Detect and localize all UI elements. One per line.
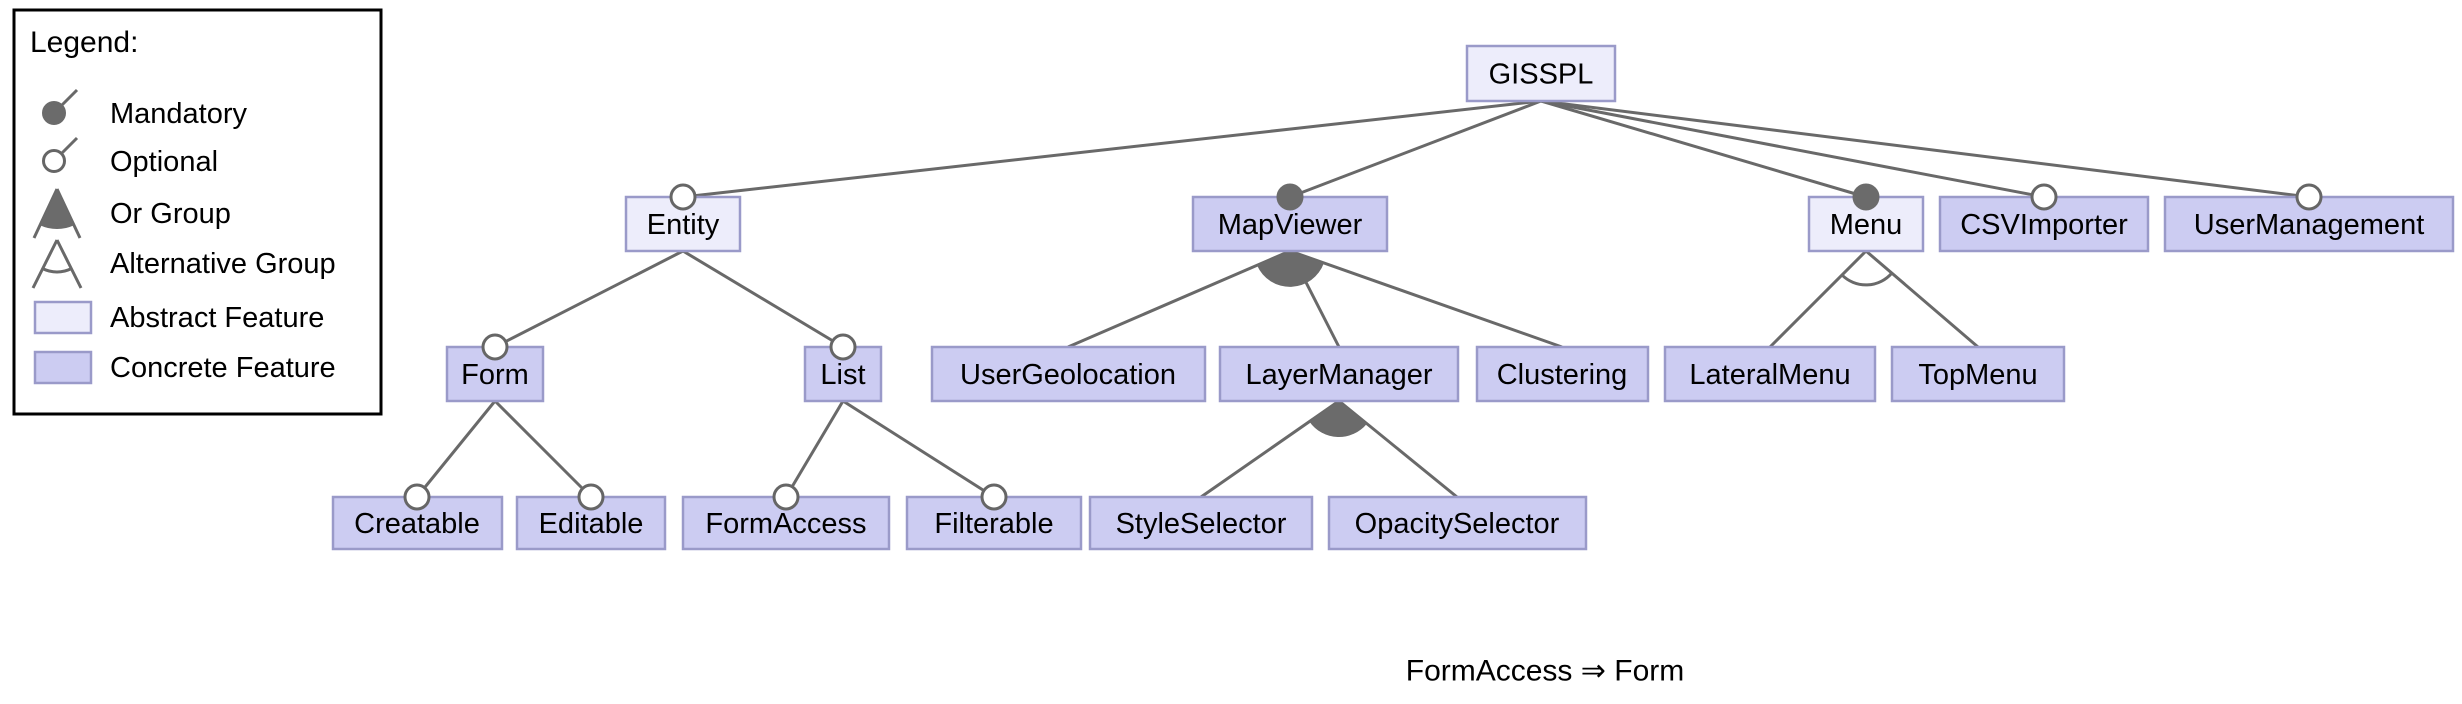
edge-gisspl-mapviewer: [1289, 99, 1542, 199]
optional-icon: [980, 483, 1008, 511]
edge-mapviewer-clustering: [1289, 249, 1563, 349]
optional-icon: [481, 333, 509, 361]
legend-item-alternative-group: Alternative Group: [31, 239, 336, 289]
legend-item-label: Mandatory: [110, 98, 248, 130]
legend-item-label: Optional: [110, 146, 218, 178]
edge-menu-lateralmenu: [1768, 249, 1868, 349]
legend-item-label: Concrete Feature: [110, 352, 336, 384]
edge-mapviewer-usergeolocation: [1067, 249, 1291, 349]
abstract-feature-swatch: [33, 300, 93, 335]
feature-label: Menu: [1830, 209, 1903, 241]
feature-label: GISSPL: [1489, 59, 1594, 91]
legend-item-label: Or Group: [110, 198, 231, 230]
optional-icon: [2030, 183, 2058, 211]
feature-node-clustering[interactable]: Clustering: [1475, 345, 1650, 403]
feature-label: Entity: [647, 209, 720, 241]
edge-layermanager-opacityselector: [1338, 399, 1458, 499]
optional-icon: [669, 183, 697, 211]
legend-item-label: Abstract Feature: [110, 302, 324, 334]
optional-icon: [42, 136, 79, 173]
legend-title: Legend:: [30, 26, 138, 59]
edge-menu-topmenu: [1865, 249, 1979, 349]
feature-label: Editable: [539, 508, 644, 540]
feature-node-gisspl[interactable]: GISSPL: [1465, 44, 1617, 103]
relation-circles: [403, 183, 2323, 511]
feature-label: CSVImporter: [1960, 209, 2128, 241]
feature-node-lateralmenu[interactable]: LateralMenu: [1663, 345, 1877, 403]
edge-form-creatable: [415, 400, 497, 498]
feature-label: UserManagement: [2194, 209, 2425, 241]
feature-label: UserGeolocation: [960, 359, 1176, 391]
feature-label: Creatable: [354, 508, 480, 540]
alternative-group-icon: [31, 239, 83, 289]
legend-item-abstract-feature: Abstract Feature: [33, 300, 324, 335]
feature-label: MapViewer: [1218, 209, 1363, 241]
feature-node-csvimporter[interactable]: CSVImporter: [1938, 195, 2150, 253]
edge-layermanager-styleselector: [1200, 399, 1340, 499]
legend: Legend: Mandatory Optional Or Group: [12, 8, 383, 416]
feature-node-usergeolocation[interactable]: UserGeolocation: [930, 345, 1207, 403]
or-group-icon: [1257, 251, 1324, 287]
edge-list-filterable: [842, 399, 995, 499]
feature-label: Filterable: [934, 508, 1053, 540]
legend-item-or-group: Or Group: [32, 188, 231, 239]
optional-icon: [2295, 183, 2323, 211]
feature-node-styleselector[interactable]: StyleSelector: [1088, 495, 1314, 551]
legend-border: [12, 8, 383, 416]
edge-entity-form: [494, 249, 684, 349]
optional-icon: [829, 333, 857, 361]
mandatory-icon: [1276, 183, 1304, 211]
constraint-text: FormAccess ⇒ Form: [1406, 655, 1684, 688]
edge-gisspl-entity: [682, 99, 1542, 199]
concrete-feature-swatch: [33, 350, 93, 385]
or-group-icon: [32, 188, 82, 239]
edge-gisspl-usermanagement: [1540, 99, 2310, 199]
legend-item-concrete-feature: Concrete Feature: [33, 350, 336, 385]
optional-icon: [403, 483, 431, 511]
feature-label: Form: [461, 359, 529, 391]
feature-label: LateralMenu: [1689, 359, 1850, 391]
mandatory-icon: [42, 88, 79, 125]
feature-label: TopMenu: [1918, 359, 2037, 391]
optional-icon: [772, 483, 800, 511]
edge-entity-list: [682, 249, 844, 349]
alternative-group-icon: [1840, 272, 1893, 287]
legend-item-optional: Optional: [42, 136, 218, 178]
edges: [415, 99, 2310, 499]
mandatory-icon: [1852, 183, 1880, 211]
feature-label: List: [820, 359, 865, 391]
feature-node-formaccess[interactable]: FormAccess: [681, 495, 891, 551]
legend-item-label: Alternative Group: [110, 248, 336, 280]
feature-label: FormAccess: [705, 508, 866, 540]
feature-label: Clustering: [1497, 359, 1628, 391]
feature-label: StyleSelector: [1116, 508, 1287, 540]
feature-node-entity[interactable]: Entity: [624, 195, 742, 253]
feature-nodes: GISSPL Entity MapViewer Menu CSVImporter…: [331, 44, 2455, 551]
legend-item-mandatory: Mandatory: [42, 88, 248, 130]
feature-node-form[interactable]: Form: [445, 345, 545, 403]
feature-node-opacityselector[interactable]: OpacitySelector: [1327, 495, 1588, 551]
edge-gisspl-csvimporter: [1540, 99, 2045, 199]
or-group-icon: [1309, 401, 1367, 438]
feature-label: OpacitySelector: [1355, 508, 1560, 540]
edge-gisspl-menu: [1540, 99, 1867, 199]
optional-icon: [577, 483, 605, 511]
feature-label: LayerManager: [1246, 359, 1433, 391]
edge-form-editable: [493, 399, 593, 499]
feature-node-layermanager[interactable]: LayerManager: [1218, 345, 1460, 403]
feature-node-topmenu[interactable]: TopMenu: [1890, 345, 2066, 403]
edge-list-formaccess: [784, 400, 845, 498]
